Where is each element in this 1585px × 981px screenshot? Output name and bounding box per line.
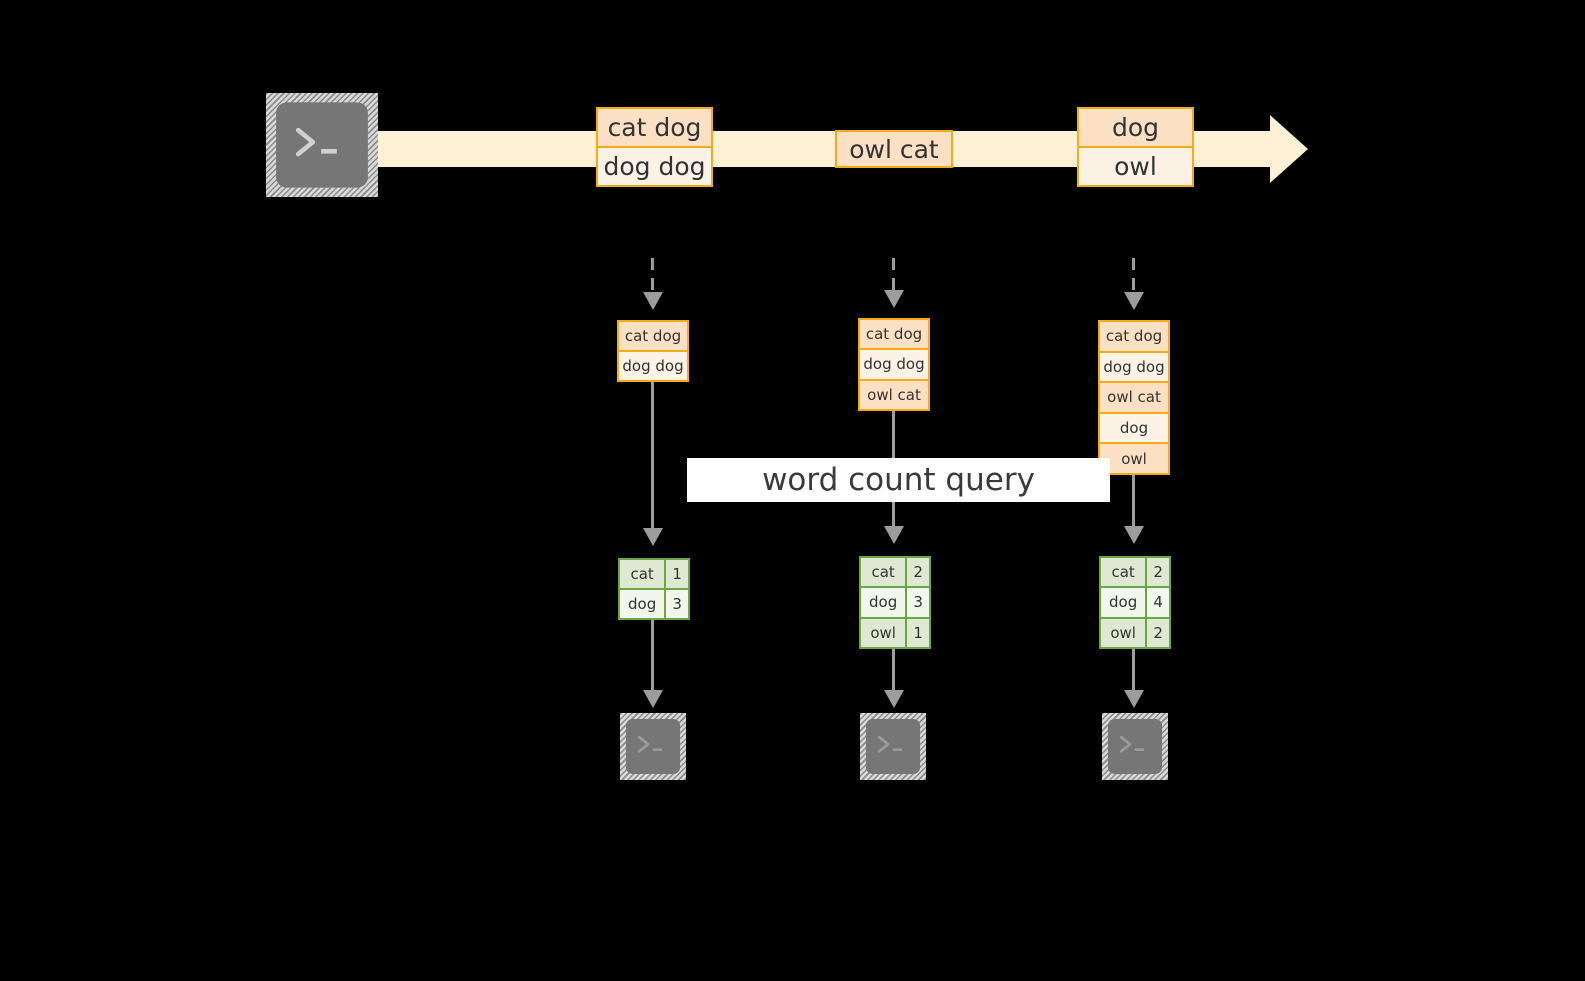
state-row: cat dog	[1100, 322, 1168, 352]
result-count: 3	[906, 588, 929, 617]
result-row: owl 1	[861, 617, 929, 647]
result-word: dog	[861, 588, 907, 617]
terminal-body	[625, 719, 681, 774]
snapshot-2-result-table: cat 2 dog 3 owl 1	[859, 556, 931, 649]
result-row: dog 3	[620, 589, 688, 618]
snapshot-1-query-arrowhead	[643, 528, 663, 546]
snapshot-3-result-table: cat 2 dog 4 owl 2	[1099, 556, 1171, 649]
snapshot-1-sink-terminal-icon	[620, 713, 686, 780]
snapshot-1-feed-dash	[651, 258, 654, 294]
snapshot-3-feed-dash	[1132, 258, 1135, 294]
query-label: word count query	[687, 458, 1110, 502]
stream-record-2: owl cat	[835, 130, 953, 168]
snapshot-3-state-table: cat dog dog dog owl cat dog owl	[1098, 320, 1170, 475]
terminal-body	[1107, 719, 1163, 774]
result-row: cat 2	[1101, 558, 1169, 588]
snapshot-2-query-arrowhead	[884, 526, 904, 544]
snapshot-1-sink-arrowhead	[643, 690, 663, 708]
result-row: dog 4	[1101, 587, 1169, 618]
snapshot-1-feed-arrowhead	[643, 292, 663, 310]
snapshot-2-sink-line	[892, 649, 895, 692]
result-word: owl	[861, 618, 907, 647]
stream-record-line: cat dog	[598, 109, 711, 147]
result-word: cat	[620, 560, 666, 588]
result-count: 1	[906, 618, 929, 647]
result-word: cat	[861, 558, 907, 587]
result-word: cat	[1101, 558, 1147, 587]
terminal-prompt-glyph	[637, 736, 662, 753]
stream-record-line: owl	[1079, 147, 1192, 185]
terminal-prompt-glyph	[295, 127, 337, 157]
state-row: cat dog	[860, 320, 928, 350]
result-count: 4	[1146, 588, 1169, 617]
result-word: dog	[620, 590, 666, 618]
snapshot-1-state-table: cat dog dog dog	[617, 320, 689, 382]
source-terminal-icon	[266, 93, 378, 197]
snapshot-1-sink-line	[651, 620, 654, 692]
result-row: cat 1	[620, 560, 688, 589]
state-row: cat dog	[619, 322, 687, 351]
snapshot-3-sink-terminal-icon	[1102, 713, 1168, 780]
state-row: dog dog	[1100, 351, 1168, 383]
snapshot-3-query-line	[1132, 475, 1135, 528]
stream-record-line: dog dog	[598, 147, 711, 185]
state-row: dog dog	[619, 351, 687, 380]
result-count: 2	[1146, 618, 1169, 647]
snapshot-3-sink-line	[1132, 649, 1135, 692]
snapshot-3-sink-arrowhead	[1124, 690, 1144, 708]
terminal-body	[865, 719, 921, 774]
snapshot-1-result-table: cat 1 dog 3	[618, 558, 690, 620]
snapshot-2-sink-terminal-icon	[860, 713, 926, 780]
stream-record-line: dog	[1079, 109, 1192, 147]
state-row: owl	[1100, 443, 1168, 473]
result-row: owl 2	[1101, 617, 1169, 647]
snapshot-2-state-table: cat dog dog dog owl cat	[858, 318, 930, 411]
result-count: 1	[665, 560, 688, 588]
result-count: 2	[906, 558, 929, 587]
state-row: dog	[1100, 412, 1168, 444]
result-count: 3	[665, 590, 688, 618]
stream-record-3: dog owl	[1077, 107, 1194, 187]
snapshot-3-query-arrowhead	[1124, 526, 1144, 544]
state-row: owl cat	[1100, 382, 1168, 413]
result-row: dog 3	[861, 587, 929, 618]
snapshot-3-feed-arrowhead	[1124, 292, 1144, 310]
result-count: 2	[1146, 558, 1169, 587]
snapshot-2-feed-dash	[892, 258, 895, 292]
snapshot-2-feed-arrowhead	[884, 290, 904, 308]
result-word: dog	[1101, 588, 1147, 617]
result-word: owl	[1101, 618, 1147, 647]
terminal-prompt-glyph	[877, 736, 902, 753]
snapshot-1-query-line	[651, 382, 654, 530]
stream-arrowhead	[1270, 115, 1308, 183]
snapshot-2-sink-arrowhead	[884, 690, 904, 708]
result-row: cat 2	[861, 558, 929, 588]
state-row: owl cat	[860, 379, 928, 409]
stream-record-line: owl cat	[837, 132, 951, 166]
stream-record-1: cat dog dog dog	[596, 107, 713, 187]
terminal-body	[276, 102, 368, 188]
terminal-prompt-glyph	[1119, 736, 1144, 753]
state-row: dog dog	[860, 349, 928, 380]
